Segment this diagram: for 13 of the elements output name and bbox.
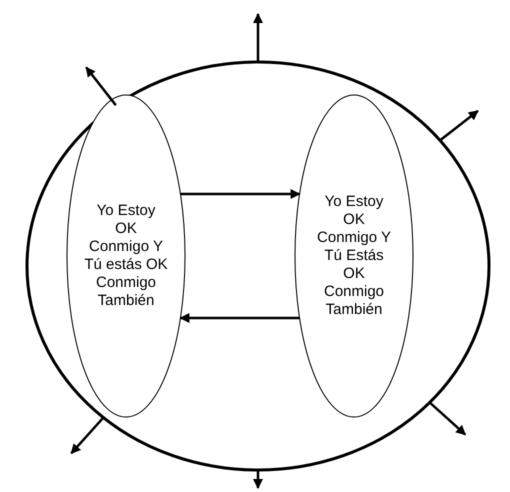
arrow — [428, 402, 466, 436]
arrow — [179, 313, 300, 323]
arrow — [85, 66, 117, 106]
arrow — [70, 416, 104, 454]
arrow — [439, 110, 479, 142]
node-label: Yo Estoy OK Conmigo Y Tú estás OK Conmigo También — [84, 202, 168, 310]
arrow — [253, 470, 263, 489]
node-label: Yo Estoy OK Conmigo Y Tú Estás OK Conmigo También — [316, 193, 392, 319]
arrow — [180, 189, 301, 199]
ellipse-shape — [27, 62, 489, 470]
ellipse-shape — [67, 95, 185, 417]
ellipse-shape — [295, 95, 413, 417]
arrow — [253, 13, 263, 62]
